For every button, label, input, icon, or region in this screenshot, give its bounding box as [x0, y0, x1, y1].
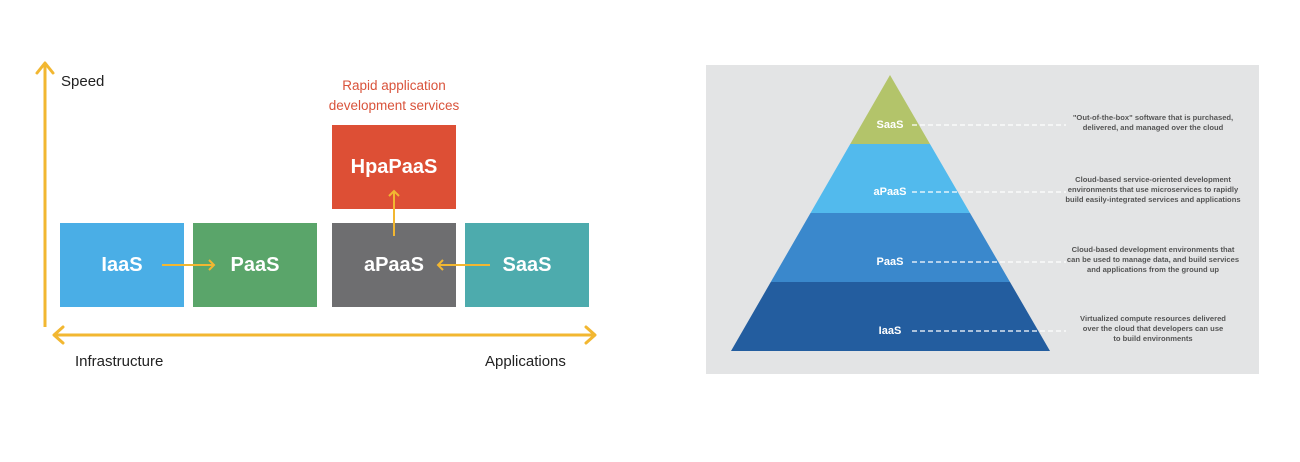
description-line: can be used to manage data, and build se…	[1066, 255, 1240, 264]
arrow-apaas-to-hpapaas	[388, 189, 400, 236]
saas-label: SaaS	[502, 253, 552, 276]
x-axis-left-label: Infrastructure	[75, 353, 164, 370]
apaas-box: aPaaS	[332, 223, 456, 307]
description-line: Cloud-based service-oriented development	[1075, 175, 1231, 184]
pyramid-tier-iaas	[731, 282, 1050, 351]
axes-svg	[35, 61, 597, 345]
description-line: over the cloud that developers can use	[1082, 324, 1224, 333]
arrow-iaas-to-paas	[162, 259, 216, 271]
tier-description-saas: "Out-of-the-box" software that is purcha…	[1053, 113, 1253, 133]
description-line: Cloud-based development environments tha…	[1071, 245, 1235, 254]
tier-label-iaas: IaaS	[878, 325, 902, 337]
pyramid-tier-apaas	[810, 144, 970, 213]
apaas-label: aPaaS	[363, 253, 425, 276]
x-axis-right-label: Applications	[485, 353, 566, 370]
hpapaas-label: HpaPaaS	[350, 155, 438, 178]
description-line: delivered, and managed over the cloud	[1082, 123, 1224, 132]
description-line: "Out-of-the-box" software that is purcha…	[1072, 113, 1234, 122]
description-line: to build environments	[1113, 334, 1193, 343]
y-axis-arrow	[35, 61, 55, 327]
tier-description-paas: Cloud-based development environments tha…	[1053, 245, 1253, 275]
tier-description-apaas: Cloud-based service-oriented development…	[1053, 175, 1253, 205]
flow-arrows-svg	[162, 189, 490, 271]
tier-label-apaas: aPaaS	[873, 186, 907, 198]
hpapaas-box: HpaPaaS	[332, 125, 456, 209]
description-line: and applications from the ground up	[1086, 265, 1220, 274]
arrow-saas-to-apaas	[436, 259, 490, 271]
iaas-label: IaaS	[101, 253, 143, 276]
pyramid-tier-paas	[770, 213, 1010, 282]
pyramid-tier-saas	[850, 75, 930, 144]
tier-label-saas: SaaS	[876, 119, 904, 131]
x-axis-double-arrow	[52, 325, 597, 345]
description-line: Virtualized compute resources delivered	[1080, 314, 1226, 323]
hpapaas-caption: Rapid application development services	[300, 76, 488, 116]
paas-label: PaaS	[230, 253, 280, 276]
tier-label-paas: PaaS	[876, 256, 904, 268]
caption-line-1: Rapid application	[342, 78, 446, 93]
description-line: build easily-integrated services and app…	[1065, 195, 1241, 204]
description-line: environments that use microservices to r…	[1067, 185, 1239, 194]
y-axis-label: Speed	[61, 73, 105, 90]
caption-line-2: development services	[328, 98, 460, 113]
